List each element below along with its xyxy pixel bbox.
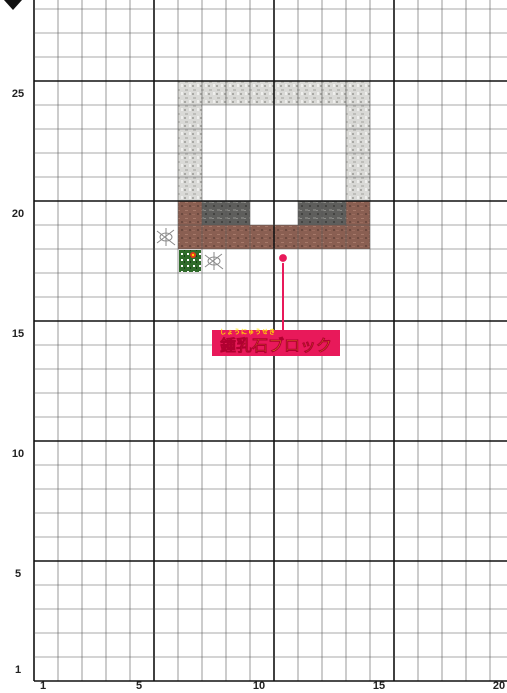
dripstone-block <box>346 225 370 249</box>
calcite-block <box>202 81 226 105</box>
dripstone-block <box>322 225 346 249</box>
dripstone-block <box>178 201 202 225</box>
dripstone-block <box>250 225 274 249</box>
calcite-block <box>346 153 370 177</box>
dripstone-block <box>298 225 322 249</box>
cobweb-icon <box>204 252 224 270</box>
block-layer <box>156 81 370 272</box>
callout-main-text: 鍾乳石ブロック <box>219 338 333 356</box>
y-axis-label: 15 <box>12 328 24 340</box>
x-axis-label: 20 <box>493 680 505 692</box>
stone-block <box>226 201 250 225</box>
y-axis-label: 10 <box>12 448 24 460</box>
y-axis-label: 5 <box>15 568 21 580</box>
cobweb-icon <box>156 228 176 246</box>
calcite-block <box>346 81 370 105</box>
dripstone-block <box>346 201 370 225</box>
calcite-block <box>178 129 202 153</box>
x-axis-label: 10 <box>253 680 265 692</box>
dripstone-block <box>178 225 202 249</box>
calcite-block <box>274 81 298 105</box>
corner-marker-icon <box>4 0 22 10</box>
calcite-block <box>178 105 202 129</box>
stone-block <box>202 201 226 225</box>
y-axis-label: 1 <box>15 664 21 676</box>
x-axis-label: 1 <box>40 680 46 692</box>
calcite-block <box>346 129 370 153</box>
calcite-block <box>250 81 274 105</box>
calcite-block <box>226 81 250 105</box>
calcite-block <box>346 105 370 129</box>
callout-pointer <box>277 252 289 332</box>
dripstone-block <box>202 225 226 249</box>
callout-dot <box>277 252 289 264</box>
grid-lines <box>4 0 507 682</box>
calcite-block <box>322 81 346 105</box>
calcite-block <box>178 177 202 201</box>
calcite-block <box>178 81 202 105</box>
flower-bush-icon <box>179 250 201 272</box>
calcite-block <box>178 153 202 177</box>
dripstone-block <box>226 225 250 249</box>
calcite-block <box>298 81 322 105</box>
stone-block <box>322 201 346 225</box>
dripstone-block <box>274 225 298 249</box>
y-axis-label: 25 <box>12 88 24 100</box>
calcite-block <box>346 177 370 201</box>
callout-ruby-text: しょうにゅうせき <box>220 330 277 336</box>
stone-block <box>298 201 322 225</box>
y-axis-label: 20 <box>12 208 24 220</box>
x-axis-label: 5 <box>136 680 142 692</box>
callout-label: しょうにゅうせき 鍾乳石ブロック <box>212 330 340 356</box>
x-axis-label: 15 <box>373 680 385 692</box>
